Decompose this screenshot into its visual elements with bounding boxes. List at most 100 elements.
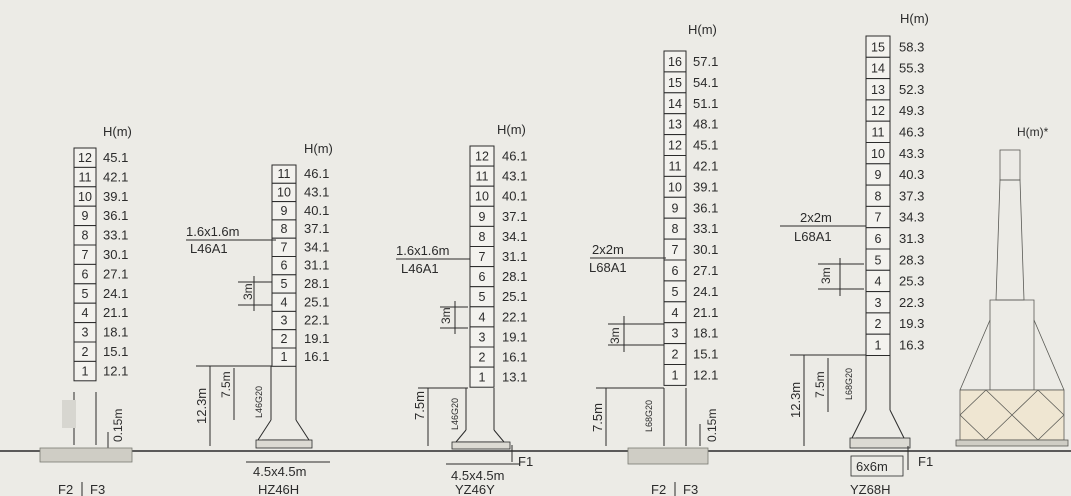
section-height: 28.1 <box>502 269 527 284</box>
tower-1-foundation-f2: F2 <box>58 482 73 496</box>
section-number: 6 <box>875 232 882 246</box>
section-number: 3 <box>672 327 679 341</box>
section-number: 4 <box>82 306 89 320</box>
section-height: 25.1 <box>304 294 329 309</box>
tower-5-model: YZ68H <box>850 482 890 496</box>
tower-4-foundation-f2: F2 <box>651 482 666 496</box>
section-height: 21.1 <box>693 305 718 320</box>
section-height: 18.1 <box>103 325 128 340</box>
section-height: 30.1 <box>103 247 128 262</box>
tower-4-base-sub: 7.5m <box>590 403 605 432</box>
section-height: 40.1 <box>502 189 527 204</box>
tower-6-top-section <box>999 149 1021 181</box>
section-height: 31.1 <box>502 249 527 264</box>
tower-2-base-code: L46G20 <box>254 386 264 418</box>
tower-5-section-code: L68A1 <box>794 229 832 244</box>
section-number: 5 <box>875 253 882 267</box>
section-number: 13 <box>871 83 885 97</box>
tower-5-foundation: F1 <box>918 454 933 469</box>
section-number: 5 <box>672 285 679 299</box>
section-height: 37.1 <box>502 209 527 224</box>
section-height: 34.1 <box>502 229 527 244</box>
section-number: 1 <box>875 339 882 353</box>
section-box <box>865 333 891 357</box>
section-number: 5 <box>82 287 89 301</box>
section-number: 11 <box>669 160 682 174</box>
section-height: 34.1 <box>304 239 329 254</box>
section-height: 21.1 <box>103 305 128 320</box>
section-number: 6 <box>281 259 288 273</box>
section-height: 22.1 <box>304 313 329 328</box>
section-height: 46.1 <box>304 166 329 181</box>
section-number: 8 <box>875 189 882 203</box>
tower-5-footprint-box <box>850 455 904 477</box>
tower-6-foundation <box>955 439 1069 447</box>
section-height: 27.1 <box>693 263 718 278</box>
tower-6: H(m)* <box>955 125 1069 447</box>
section-height: 25.3 <box>899 274 924 289</box>
section-number: 8 <box>672 222 679 236</box>
tower-1-base-dim: 0.15m <box>111 409 125 442</box>
section-height: 25.1 <box>502 289 527 304</box>
tower-3-header: H(m) <box>497 122 526 137</box>
section-height: 39.1 <box>693 179 718 194</box>
section-number: 14 <box>668 97 682 111</box>
tower-4-header: H(m) <box>688 22 717 37</box>
tower-6-bracing <box>959 389 1065 441</box>
tower-2-section-label: 1.6x1.6m <box>186 224 239 239</box>
tower-2-section-code: L46A1 <box>190 241 228 256</box>
tower-5-base-code: L68G20 <box>844 368 854 400</box>
section-number: 1 <box>672 369 679 383</box>
section-number: 11 <box>278 167 291 181</box>
section-height: 57.1 <box>693 54 718 69</box>
section-box <box>271 347 297 367</box>
section-number: 13 <box>668 118 682 132</box>
section-height: 51.1 <box>693 96 718 111</box>
tower-5-footprint: 6x6m <box>856 459 888 474</box>
section-number: 2 <box>281 332 288 346</box>
section-number: 2 <box>479 350 486 364</box>
tower-6-outriggers <box>959 319 1065 391</box>
section-number: 4 <box>281 295 288 309</box>
tower-3-spacing: 3m <box>439 307 453 324</box>
tower-4-base-dim: 0.15m <box>705 409 719 442</box>
section-number: 6 <box>479 270 486 284</box>
section-number: 1 <box>479 371 486 385</box>
section-number: 12 <box>475 149 489 163</box>
section-number: 12 <box>668 139 682 153</box>
tower-2-base-frame <box>257 419 310 441</box>
section-height: 48.1 <box>693 117 718 132</box>
section-number: 10 <box>475 190 489 204</box>
section-height: 43.1 <box>502 169 527 184</box>
section-number: 4 <box>672 306 679 320</box>
tower-4-section-code: L68A1 <box>589 260 627 275</box>
section-box <box>73 360 97 382</box>
section-height: 45.1 <box>693 138 718 153</box>
section-box <box>469 366 495 388</box>
section-number: 9 <box>672 201 679 215</box>
tower-2-spacing: 3m <box>241 283 255 300</box>
section-number: 5 <box>479 290 486 304</box>
section-height: 39.1 <box>103 189 128 204</box>
tower-2-chassis <box>255 439 313 449</box>
section-number: 1 <box>281 350 288 364</box>
tower-5-chassis <box>849 437 911 449</box>
section-height: 19.3 <box>899 316 924 331</box>
tower-3-base-code: L46G20 <box>450 398 460 430</box>
section-height: 16.3 <box>899 338 924 353</box>
tower-3-base-frame <box>455 429 505 443</box>
tower-5-base-height: 12.3m <box>788 382 803 418</box>
tower-2-base-sub: 7.5m <box>219 371 233 398</box>
section-number: 10 <box>78 190 92 204</box>
section-height: 58.3 <box>899 39 924 54</box>
section-height: 40.1 <box>304 203 329 218</box>
section-height: 24.1 <box>103 286 128 301</box>
section-number: 7 <box>672 243 679 257</box>
